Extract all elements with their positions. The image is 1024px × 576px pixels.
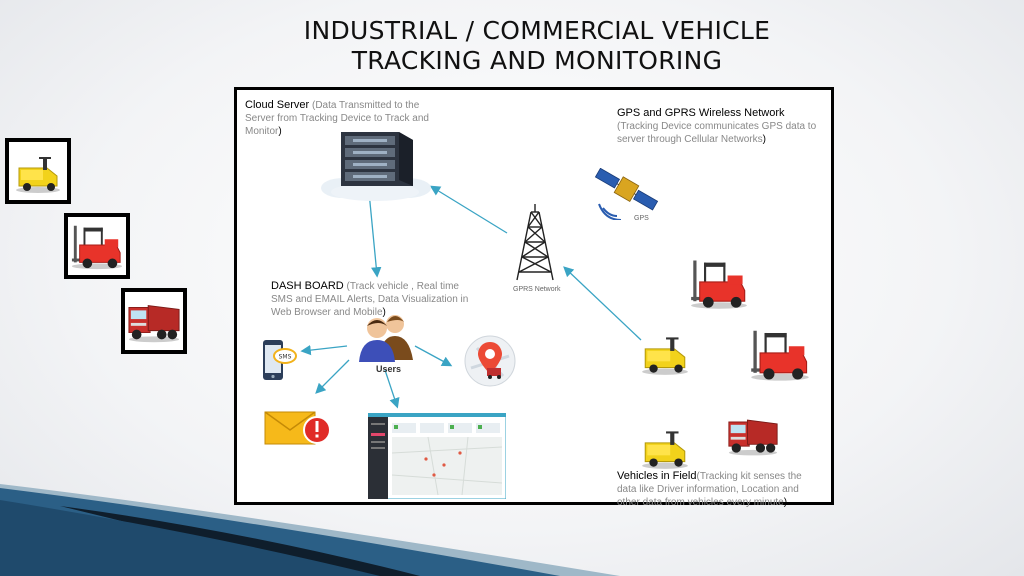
email-alert-icon [264, 411, 331, 445]
title-line-2: TRACKING AND MONITORING [351, 46, 723, 75]
title-line-1: INDUSTRIAL / COMMERCIAL VEHICLE [303, 16, 771, 45]
vehicles-label: Vehicles in Field(Tracking kit senses th… [617, 470, 802, 508]
users-caption: Users [376, 364, 402, 374]
gprs-tower-icon [516, 204, 554, 281]
arrow-server-to-dashboard [368, 191, 382, 278]
thumb-red-forklift [64, 213, 130, 279]
field-truck [728, 419, 778, 456]
gps-satellite-icon [594, 168, 659, 220]
decorative-swoosh [0, 484, 620, 576]
cloud-server-heading: Cloud Server [245, 99, 310, 111]
cloud-server-detail: (Data Transmitted to the Server from Tra… [245, 100, 429, 137]
red-forklift-icon [71, 225, 123, 270]
red-dump-truck-icon [128, 305, 180, 343]
gps-network-heading: GPS and GPRS Wireless Network [617, 107, 785, 119]
field-forklift-2 [750, 330, 810, 382]
map-pin-icon [464, 335, 516, 387]
gps-network-label: GPS and GPRS Wireless Network (Tracking … [617, 107, 817, 145]
gprs-caption: GPRS Network [513, 286, 561, 293]
dashboard-label: DASH BOARD (Track vehicle , Real time SM… [271, 280, 469, 318]
arrow-users-to-web [384, 369, 400, 409]
web-dashboard-screenshot [368, 413, 506, 499]
gps-network-detail: (Tracking Device communicates GPS data t… [617, 121, 817, 145]
field-tugger-2 [641, 431, 689, 470]
thumb-red-truck [121, 288, 187, 354]
users-icon [359, 315, 413, 362]
arrow-vehicles-to-tower [563, 266, 642, 341]
field-tugger-1 [641, 337, 689, 376]
vehicles-heading: Vehicles in Field [617, 470, 697, 482]
gps-caption: GPS [634, 215, 649, 222]
server-rack-icon [321, 132, 431, 201]
yellow-tugger-icon [15, 157, 61, 194]
vehicles-detail: (Tracking kit senses the data like Drive… [617, 471, 802, 508]
diagram-frame: Cloud Server (Data Transmitted to the Se… [234, 87, 834, 508]
arrow-users-to-mobile [300, 344, 348, 356]
dashboard-heading: DASH BOARD [271, 280, 344, 292]
sms-text: SMS [279, 354, 292, 361]
arrow-users-to-email [315, 359, 350, 394]
arrow-users-to-map [414, 345, 453, 367]
thumb-yellow-tugger [5, 138, 71, 204]
field-forklift-1 [690, 259, 748, 310]
connector-arrows [300, 185, 642, 409]
mobile-sms-icon: SMS [263, 340, 297, 380]
page-title: INDUSTRIAL / COMMERCIAL VEHICLE TRACKING… [230, 16, 844, 76]
dashboard-detail: (Track vehicle , Real time SMS and EMAIL… [271, 281, 469, 318]
arrow-tower-to-server [429, 185, 508, 234]
cloud-server-label: Cloud Server (Data Transmitted to the Se… [245, 99, 429, 137]
